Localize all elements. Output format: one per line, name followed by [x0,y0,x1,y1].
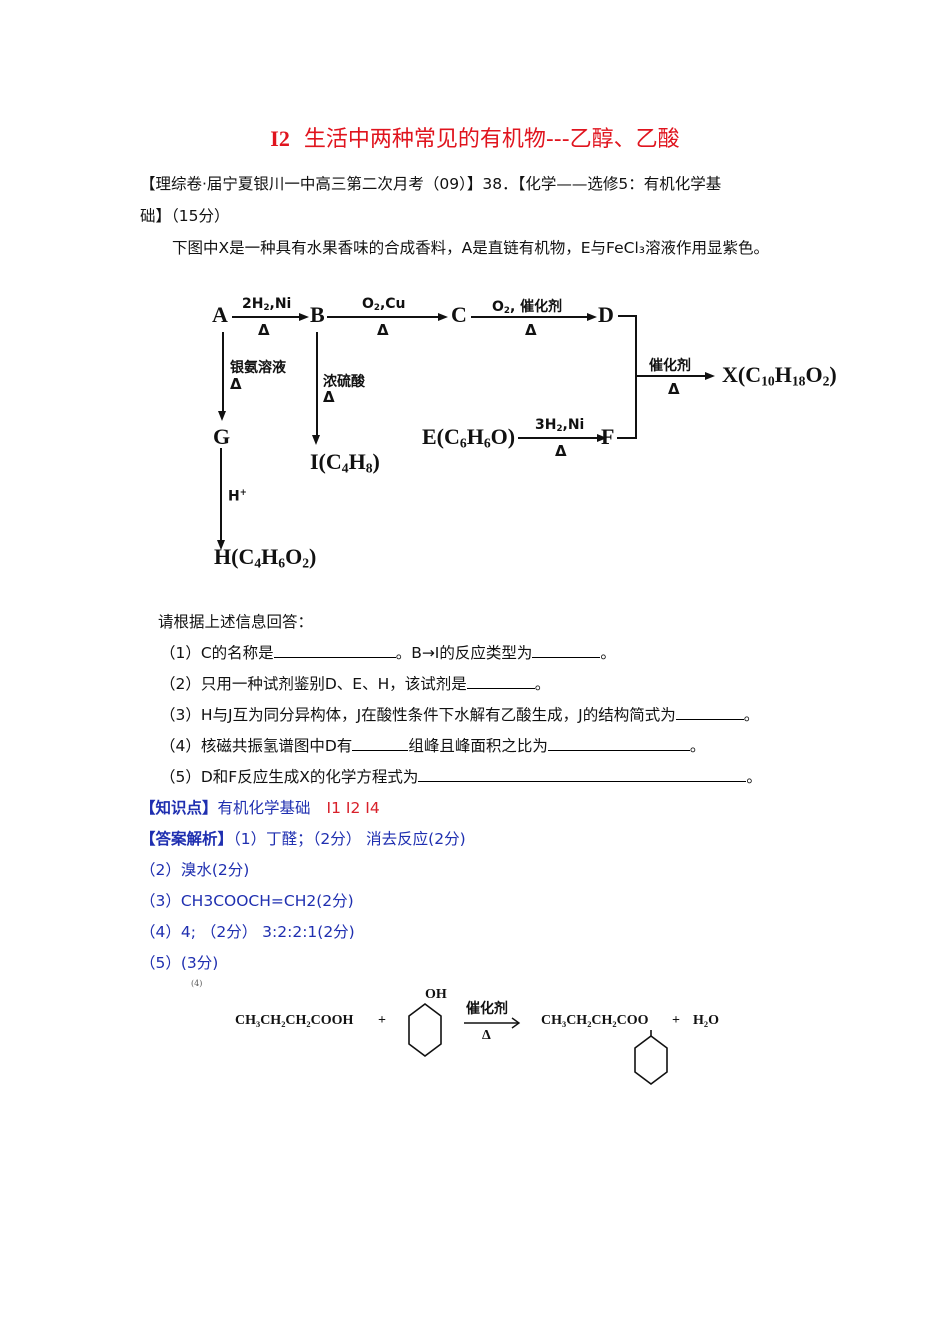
reaction-arrow-icon [464,1017,521,1029]
plus-sign: + [672,1013,680,1028]
catalyst-label: 催化剂 [466,1002,508,1017]
heat-b-c: Δ [377,321,389,339]
heat-e-f: Δ [555,442,567,460]
answer-blank[interactable] [547,736,690,751]
answer-blank[interactable] [466,674,535,689]
cond-g-h: H+ [228,487,247,505]
node-f: F [601,424,615,449]
answer-line-4: （4）4; （2分） 3:2:2:1(2分) [140,923,355,941]
cond-b-c: O2,Cu [362,296,406,314]
answer-blank[interactable] [273,643,396,658]
question-source-line1: 【理综卷·届宁夏银川一中高三第二次月考（09）】38．【化学——选修5：有机化学… [140,175,722,193]
question-intro: 下图中X是一种具有水果香味的合成香料，A是直链有机物，E与FeCl₃溶液作用显紫… [172,239,769,257]
heat-a-g: Δ [230,375,242,393]
question-item-5: （5）D和F反应生成X的化学方程式为。 [160,767,762,786]
question-item-4: （4）核磁共振氢谱图中D有组峰且峰面积之比为。 [160,736,706,755]
cond-df-x: 催化剂 [649,358,691,374]
section-title: I2 生活中两种常见的有机物---乙醇、乙酸 [0,121,950,153]
knowledge-codes: I1 I2 I4 [326,799,380,817]
node-c: C [451,302,467,327]
question-prompt: 请根据上述信息回答： [158,613,314,631]
cyclohexane-ring-icon [408,1003,442,1057]
section-title-text: 生活中两种常见的有机物---乙醇、乙酸 [303,127,680,152]
node-g: G [213,424,231,449]
question-source-line2: 础】（15分） [140,207,230,225]
water: H₂O [693,1013,719,1028]
node-d: D [598,302,614,327]
cond-b-i: 浓硫酸 [323,374,365,390]
heat-c-d: Δ [525,321,537,339]
cond-c-d: O2, 催化剂 [492,299,563,317]
answer-blank[interactable] [675,705,744,720]
heat-b-i: Δ [323,388,335,406]
node-e: E(C6H6O) [422,424,516,451]
answer-blank[interactable] [418,767,747,782]
answer-line-3: （3）CH3COOCH=CH2(2分) [140,892,354,910]
answer-line-2: （2）溴水(2分) [140,861,250,879]
question-item-3: （3）H与J互为同分异构体，J在酸性条件下水解有乙酸生成，J的结构简式为。 [160,705,760,724]
product-ester: CH₃CH₂CH₂COO [541,1013,649,1028]
heat-df-x: Δ [668,380,680,398]
answer-line-1: 【答案解析】（1）丁醛；（2分） 消去反应(2分) [140,830,466,848]
hydroxyl-label: OH [425,987,447,1002]
plus-sign: + [378,1013,386,1028]
node-a: A [212,302,228,327]
heat-symbol: Δ [482,1028,491,1043]
cyclohexane-ring-icon [634,1030,668,1085]
equation-small-label: (4) [191,979,203,988]
cond-e-f: 3H2,Ni [535,417,585,435]
heat-a-b: Δ [258,321,270,339]
answer-blank[interactable] [352,736,409,751]
cond-a-b: 2H2,Ni [242,296,292,314]
cond-a-g: 银氨溶液 [230,360,286,376]
node-x: X(C10H18O2) [722,362,837,389]
reactant-butanoic-acid: CH₃CH₂CH₂COOH [235,1013,354,1028]
question-item-2: （2）只用一种试剂鉴别D、E、H，该试剂是。 [160,674,551,693]
node-b: B [310,302,325,327]
question-item-1: （1）C的名称是。B→I的反应类型为。 [160,643,616,662]
answer-blank[interactable] [532,643,601,658]
node-h: H(C4H6O2) [214,544,317,571]
section-code: I2 [270,126,290,151]
node-i: I(C4H8) [310,449,380,476]
answer-line-5: （5）(3分) [140,954,219,972]
